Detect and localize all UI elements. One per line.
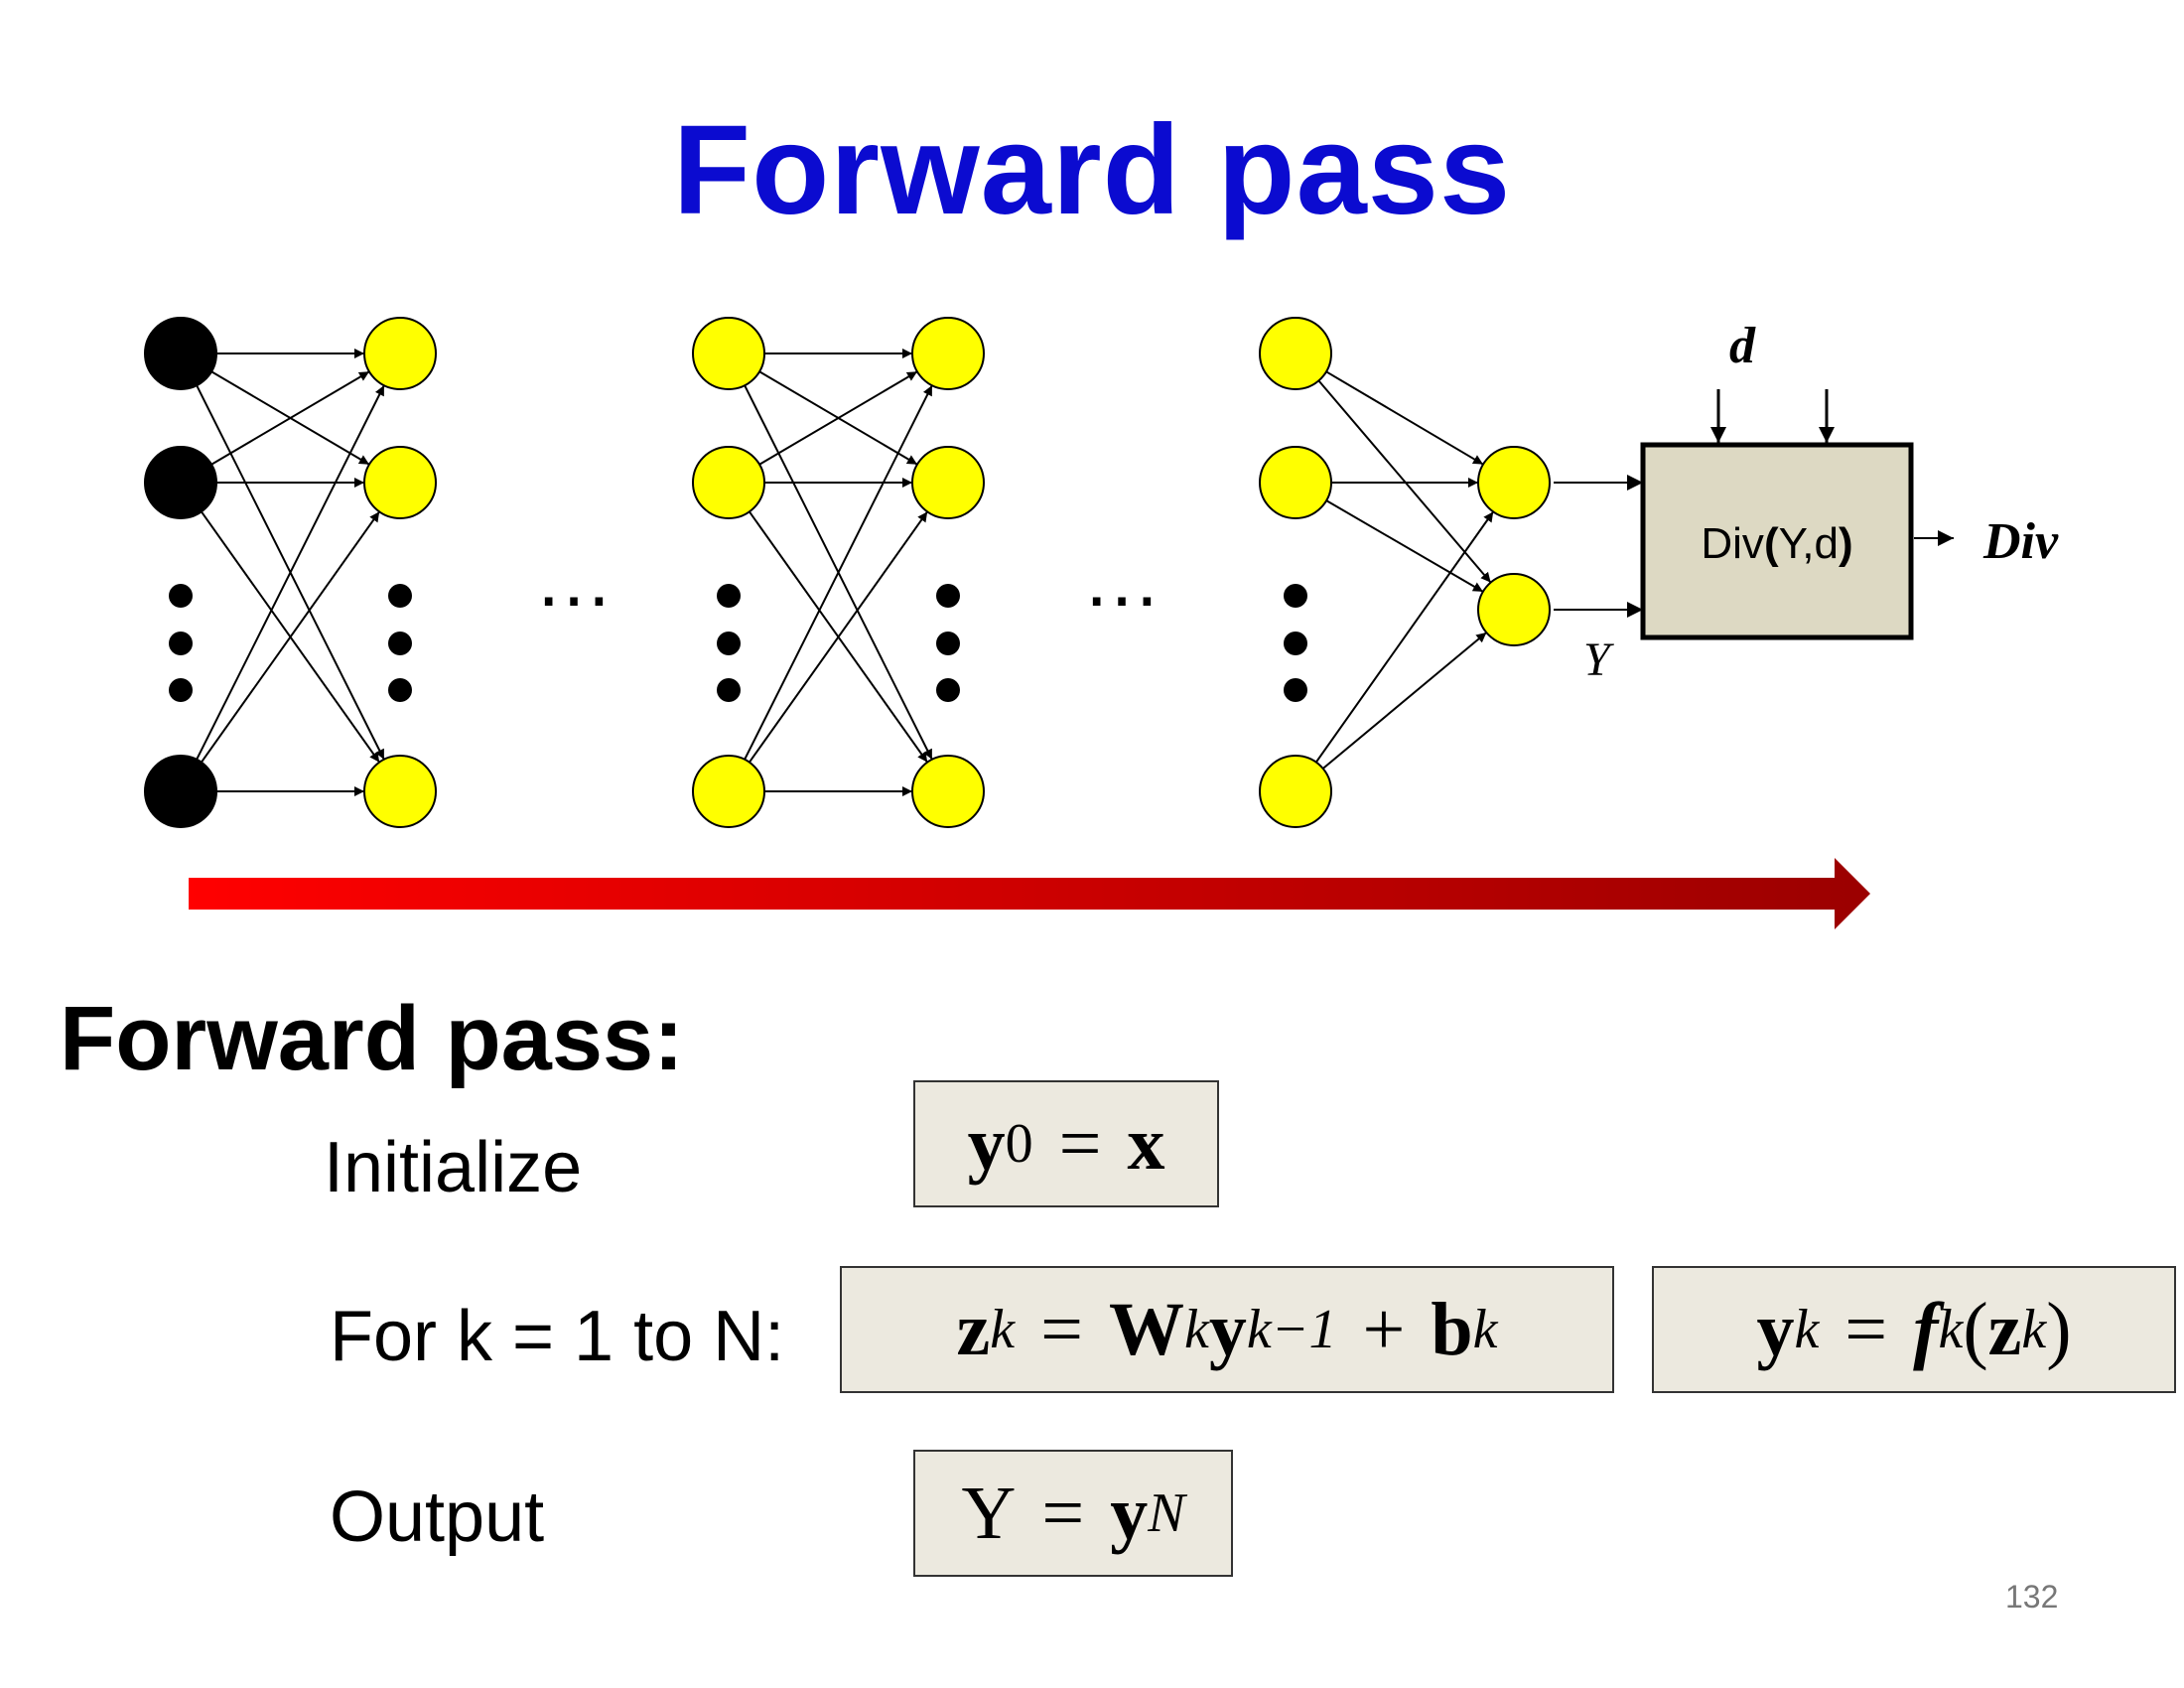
network-diagram: … … Y Div(Y,d) d Div [144,317,2059,929]
eq-lin-op: = [1040,1287,1083,1371]
eq-act-f-sub: k [1938,1299,1964,1360]
edge [201,510,380,764]
ellipsis-dot [1284,632,1307,655]
neuron-node-1-2 [363,755,437,828]
neuron-node-4-0 [1259,317,1332,390]
eq-out-lhs: Y [961,1471,1017,1555]
divergence-box [1640,442,1914,640]
connection-edges [196,349,1495,796]
section-heading: Forward pass: [60,988,684,1089]
edge [1325,370,1484,466]
eq-lin-lhs-sub: k [990,1299,1016,1360]
edge [1322,632,1487,770]
neuron-node-1-0 [363,317,437,390]
step-label-loop: For k = 1 to N: [330,1297,785,1376]
output-label-y: Y [1583,633,1614,686]
edge [196,384,385,761]
ellipsis-dot [388,632,412,655]
eq-act-z: z [1987,1287,2022,1371]
div-label-prefix: Div [1701,519,1764,568]
vertical-ellipsis-dots [169,584,1307,702]
step-label-output: Output [330,1477,545,1557]
neuron-node-3-0 [911,317,985,390]
edge [749,510,928,764]
layer-ellipsis-2: … [1082,534,1161,623]
layer-ellipsis-1: … [534,534,614,623]
eq-lin-w-sub: k [1183,1299,1209,1360]
input-node-0-1 [144,446,217,519]
step-label-initialize: Initialize [324,1128,583,1207]
div-label-open: ( [1764,519,1779,568]
ellipsis-dot [717,678,741,702]
neuron-node-5-0 [1477,446,1551,519]
ellipsis-dot [169,584,193,608]
ellipsis-dot [717,632,741,655]
neuron-node-1-1 [363,446,437,519]
eq-act-open: ( [1963,1287,1988,1371]
neuron-node-3-1 [911,446,985,519]
edge [758,370,918,466]
edge [1314,510,1495,764]
eq-act-lhs-sub: k [1794,1299,1820,1360]
ellipsis-dot [388,584,412,608]
eq-lin-plus: + [1362,1287,1406,1371]
eq-lin-y-sub: k−1 [1246,1299,1337,1360]
ellipsis-dot [388,678,412,702]
eq-init-lhs: y [967,1101,1006,1186]
network-nodes [144,317,1551,828]
eq-act-close: ) [2046,1287,2072,1371]
neuron-node-2-2 [692,755,765,828]
neuron-node-4-1 [1259,446,1332,519]
eq-out-rhs: y [1110,1471,1149,1555]
eq-init-rhs: x [1127,1101,1165,1186]
ellipsis-dot [169,632,193,655]
eq-lin-y: y [1208,1287,1247,1371]
eq-act-f: f [1913,1287,1939,1371]
edge [210,370,370,466]
neuron-node-2-1 [692,446,765,519]
ellipsis-dot [1284,678,1307,702]
eq-lin-b: b [1431,1287,1473,1371]
edge [744,384,933,761]
edge [1325,499,1484,593]
eq-act-lhs: y [1756,1287,1795,1371]
ellipsis-dot [1284,584,1307,608]
divergence-box-label: Div(Y,d) [1701,519,1852,568]
eq-lin-b-sub: k [1472,1299,1498,1360]
eq-act-op: = [1844,1287,1888,1371]
ellipsis-dot [936,584,960,608]
div-output-label: Div [1982,513,2059,570]
forward-direction-arrow [189,858,1870,929]
neuron-node-5-1 [1477,573,1551,646]
eq-lin-lhs: z [956,1287,991,1371]
neuron-node-3-2 [911,755,985,828]
eq-out-op: = [1041,1471,1085,1555]
div-label-close: ) [1839,519,1853,568]
input-node-0-0 [144,317,217,390]
input-node-0-2 [144,755,217,828]
ellipsis-dot [169,678,193,702]
target-label-d: d [1729,318,1756,374]
eq-lin-w: W [1108,1287,1184,1371]
ellipsis-dot [936,632,960,655]
page-title: Forward pass [672,99,1512,241]
neuron-node-4-2 [1259,755,1332,828]
neuron-node-2-0 [692,317,765,390]
ellipsis-dot [717,584,741,608]
page-number: 132 [2005,1579,2059,1615]
ellipsis-dot [936,678,960,702]
eq-act-z-sub: k [2021,1299,2047,1360]
eq-out-rhs-sub: N [1148,1482,1185,1544]
div-label-args: Y,d [1779,519,1839,568]
eq-init-op: = [1058,1101,1102,1186]
